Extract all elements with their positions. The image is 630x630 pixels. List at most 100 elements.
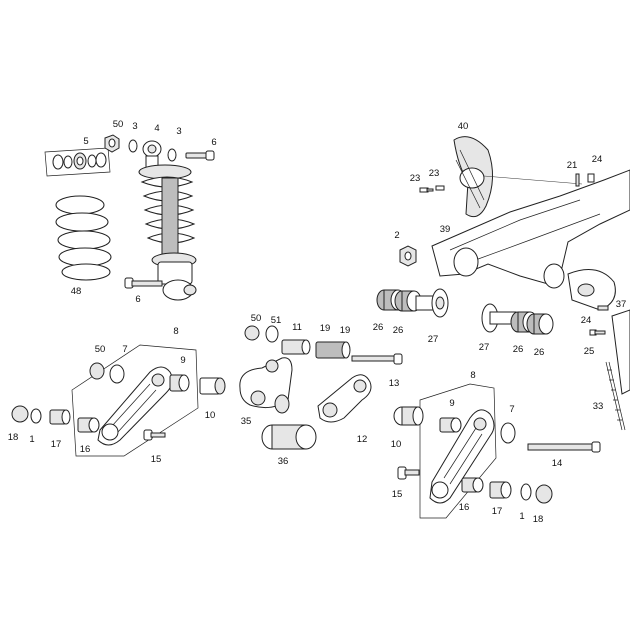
- link-35: [239, 357, 293, 409]
- label-33: 33: [593, 401, 604, 412]
- label-10: 10: [205, 410, 216, 421]
- label-39: 39: [440, 224, 451, 235]
- label-35: 35: [241, 416, 252, 427]
- label-16: 16: [80, 444, 91, 455]
- screw-24-lower: [597, 305, 609, 311]
- rocker-lever-right: [429, 409, 495, 504]
- label-3: 3: [132, 121, 137, 132]
- spacer-kit-5: [52, 152, 107, 170]
- guide-line-40: [483, 175, 583, 185]
- label-16: 16: [459, 502, 470, 513]
- label-48: 48: [71, 286, 82, 297]
- label-12: 12: [357, 434, 368, 445]
- label-50: 50: [251, 313, 262, 324]
- washer-7-left: [109, 364, 125, 384]
- bolt-15-left: [143, 429, 166, 441]
- label-8: 8: [470, 370, 475, 381]
- label-18: 18: [8, 432, 19, 443]
- washer-51: [265, 325, 279, 343]
- screw-23-left: [419, 187, 434, 193]
- bearing-26-d: [526, 313, 554, 335]
- screw-25: [589, 329, 606, 336]
- pin-13: [351, 353, 403, 365]
- spring-33: [605, 361, 626, 431]
- bolt-15-right: [397, 466, 420, 480]
- bush-16-left: [77, 417, 100, 433]
- washer-7-right: [500, 422, 516, 444]
- callout-labels: 1 1 2 3 3 4 5 6 6 7 7 8 8 9 9 10 10 11 1…: [8, 119, 627, 525]
- bush-27-b: [481, 303, 517, 333]
- shock-absorber-4: [138, 140, 197, 301]
- label-21: 21: [567, 160, 578, 171]
- screw-24-top: [587, 173, 595, 183]
- label-26: 26: [513, 344, 524, 355]
- spacer-kit-outline: [44, 147, 111, 177]
- label-14: 14: [552, 458, 563, 469]
- swingarm-group: [376, 136, 630, 431]
- label-50: 50: [113, 119, 124, 130]
- bush-9-left: [169, 374, 190, 392]
- label-26: 26: [373, 322, 384, 333]
- nut-50-left: [89, 362, 105, 380]
- washer-3-left: [128, 139, 138, 153]
- label-9: 9: [449, 398, 454, 409]
- bearing-19: [315, 341, 351, 359]
- label-4: 4: [154, 123, 159, 134]
- nut-18-left: [11, 405, 29, 423]
- linkage-kit-8-right-outline: [419, 383, 497, 519]
- label-27: 27: [428, 334, 439, 345]
- label-17: 17: [51, 439, 62, 450]
- label-40: 40: [458, 121, 469, 132]
- spring-48: [55, 195, 112, 281]
- bolt-6-lower: [124, 277, 163, 289]
- label-10: 10: [391, 439, 402, 450]
- bush-36: [261, 424, 317, 450]
- chain-guard-40: [453, 136, 493, 218]
- label-23: 23: [429, 168, 440, 179]
- label-7: 7: [509, 404, 514, 415]
- label-51: 51: [271, 315, 282, 326]
- nut-2: [399, 245, 417, 267]
- label-19: 19: [340, 325, 351, 336]
- bracket-37: [611, 309, 630, 395]
- label-1: 1: [29, 434, 34, 445]
- label-24: 24: [581, 315, 592, 326]
- bush-17-left: [49, 409, 71, 425]
- label-7: 7: [122, 344, 127, 355]
- label-18: 18: [533, 514, 544, 525]
- linkage-kit-8-left-outline: [71, 344, 199, 457]
- label-24: 24: [592, 154, 603, 165]
- label-36: 36: [278, 456, 289, 467]
- label-17: 17: [492, 506, 503, 517]
- label-8: 8: [173, 326, 178, 337]
- label-27: 27: [479, 342, 490, 353]
- label-9: 9: [180, 355, 185, 366]
- bush-9-right: [439, 417, 462, 433]
- bush-16-right: [461, 477, 484, 493]
- bolt-14: [527, 441, 601, 453]
- bush-17-right: [489, 481, 512, 499]
- bush-27-a: [415, 288, 449, 318]
- washer-3-right: [167, 148, 177, 162]
- label-26: 26: [534, 347, 545, 358]
- swingarm-39: [431, 169, 630, 311]
- spacer-center: [274, 394, 290, 414]
- screw-21: [575, 173, 580, 187]
- label-50: 50: [95, 344, 106, 355]
- label-1: 1: [519, 511, 524, 522]
- bush-11: [281, 339, 311, 355]
- shock-absorber-group: [44, 134, 215, 301]
- label-15: 15: [392, 489, 403, 500]
- right-linkage-group: [393, 383, 601, 519]
- nut-50-center: [244, 325, 260, 341]
- washer-1-left: [30, 408, 42, 424]
- label-6: 6: [135, 294, 140, 305]
- washer-1-right: [520, 483, 532, 501]
- nut-50-top: [104, 134, 120, 153]
- bush-10-right: [393, 406, 424, 426]
- screw-23-right: [435, 185, 445, 191]
- label-6: 6: [211, 137, 216, 148]
- label-26: 26: [393, 325, 404, 336]
- label-25: 25: [584, 346, 595, 357]
